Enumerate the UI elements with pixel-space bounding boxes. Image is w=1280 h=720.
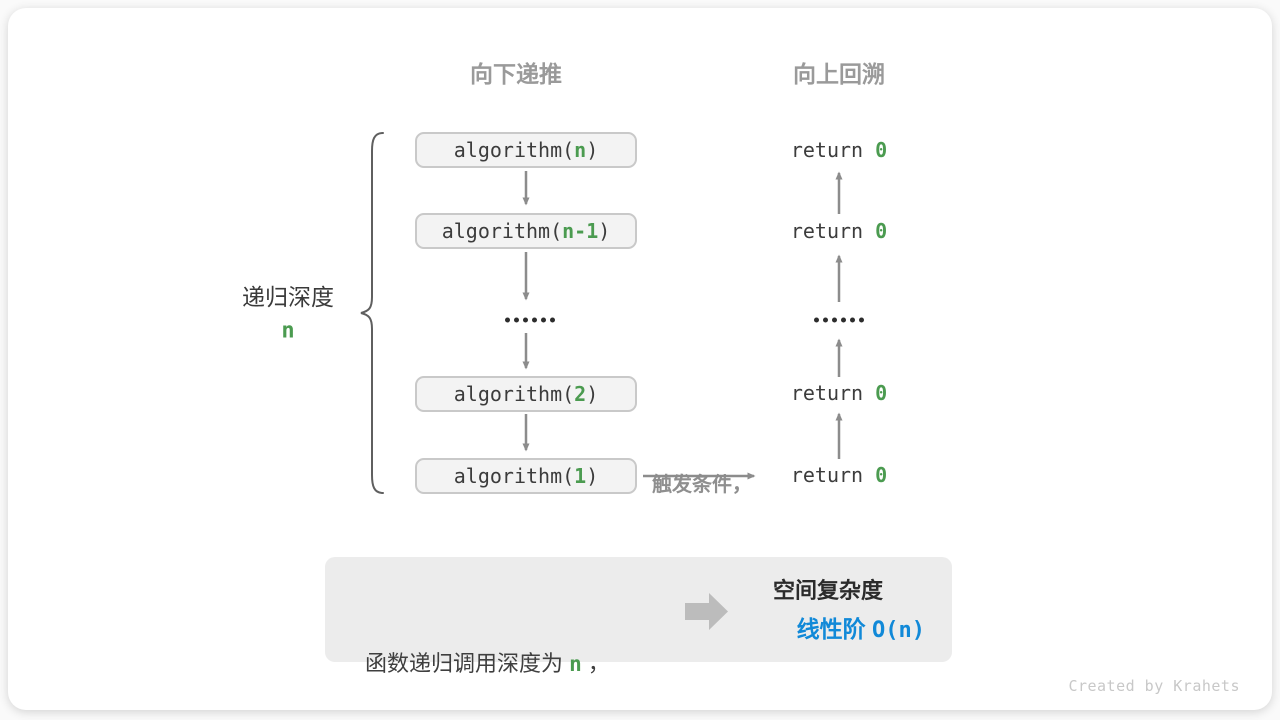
depth-label: 递归深度 [242,284,334,310]
call-box-algorithm-n-1: algorithm(n-1) [415,213,637,249]
summary-panel [325,557,952,662]
return-statement: return 0 [790,219,888,243]
ellipsis-dots-right [814,317,864,323]
ellipsis-dots-left [505,317,555,323]
call-box-algorithm-2: algorithm(2) [415,376,637,412]
return-statement: return 0 [790,463,888,487]
return-statement: return 0 [790,381,888,405]
call-label: algorithm(n-1) [441,219,611,243]
terminate-note-line1: 触发条件， [652,474,752,496]
call-label: algorithm(1) [453,464,599,488]
call-box-algorithm-n: algorithm(n) [415,132,637,168]
call-label: algorithm(2) [453,382,599,406]
call-box-algorithm-1: algorithm(1) [415,458,637,494]
complexity-title: 空间复杂度 [772,578,884,603]
header-backtrack-up: 向上回溯 [793,61,885,87]
depth-variable: n [281,318,295,344]
header-recurse-down: 向下递推 [470,61,562,87]
complexity-value: 线性阶 O(n) [796,616,925,643]
call-label: algorithm(n) [453,138,599,162]
summary-description: 函数递归调用深度为 n ， 共使用 O(n) 的栈帧空间 [365,571,610,720]
watermark-credit: Created by Krahets [1068,677,1240,695]
return-statement: return 0 [790,138,888,162]
summary-line1: 函数递归调用深度为 n ， [365,651,610,676]
